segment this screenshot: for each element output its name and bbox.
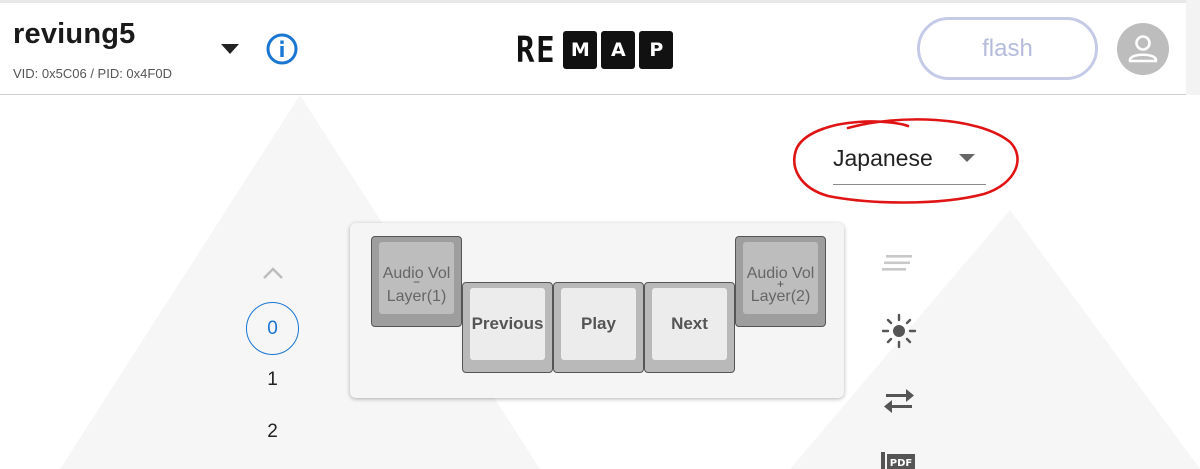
key-label-line2: Layer(2) bbox=[750, 288, 811, 305]
top-edge bbox=[0, 0, 1200, 3]
logo-letter-m: M bbox=[563, 31, 598, 69]
key-audio-vol-layer-1[interactable]: Audio Vol Layer(1) − bbox=[371, 236, 462, 327]
key-cap bbox=[652, 288, 727, 360]
layer-2-button[interactable]: 2 bbox=[267, 421, 278, 442]
language-select[interactable]: Japanese bbox=[833, 143, 986, 185]
key-next[interactable]: Next bbox=[644, 282, 735, 373]
keyboard-layout: Audio Vol Layer(1) − Previous Play Next … bbox=[350, 223, 844, 398]
keyboard-name: reviung5 bbox=[13, 18, 136, 50]
chevron-up-icon[interactable] bbox=[262, 266, 284, 280]
key-label-line1: Audio Vol bbox=[382, 265, 451, 282]
language-selected-value: Japanese bbox=[833, 145, 933, 171]
person-icon bbox=[1128, 35, 1158, 63]
remap-logo: RE M A P bbox=[516, 29, 674, 71]
key-label: Play bbox=[581, 314, 616, 333]
user-avatar[interactable] bbox=[1117, 23, 1169, 75]
keyboard-dropdown-icon[interactable] bbox=[221, 44, 239, 54]
key-label: Next bbox=[671, 314, 708, 333]
vid-pid-label: VID: 0x5C06 / PID: 0x4F0D bbox=[13, 66, 172, 81]
flash-button[interactable]: flash bbox=[917, 17, 1098, 80]
key-label-line2: Layer(1) bbox=[386, 288, 447, 305]
logo-letter-a: A bbox=[601, 31, 636, 69]
chevron-down-icon bbox=[959, 154, 975, 162]
key-cap bbox=[561, 288, 636, 360]
key-marker-plus: + bbox=[776, 277, 784, 291]
key-cap bbox=[470, 288, 545, 360]
key-label-line1: Audio Vol bbox=[746, 265, 815, 282]
key-cap bbox=[743, 242, 818, 314]
app-header: reviung5 VID: 0x5C06 / PID: 0x4F0D RE M … bbox=[0, 0, 1200, 95]
pdf-icon[interactable]: PDF bbox=[881, 452, 917, 469]
key-play[interactable]: Play bbox=[553, 282, 644, 373]
layer-0-button[interactable]: 0 bbox=[246, 302, 299, 355]
logo-letter-p: P bbox=[639, 31, 674, 69]
key-audio-vol-layer-2[interactable]: Audio Vol Layer(2) + bbox=[735, 236, 826, 327]
swap-arrows-icon[interactable] bbox=[882, 388, 916, 414]
brightness-icon[interactable] bbox=[880, 312, 918, 350]
sort-lines-icon[interactable] bbox=[882, 253, 914, 273]
key-marker-minus: − bbox=[412, 275, 420, 289]
scrollbar-track[interactable] bbox=[1186, 0, 1200, 95]
layer-1-button[interactable]: 1 bbox=[267, 369, 278, 390]
key-previous[interactable]: Previous bbox=[462, 282, 553, 373]
pdf-icon-label: PDF bbox=[890, 458, 912, 469]
key-cap bbox=[379, 242, 454, 314]
info-icon[interactable] bbox=[264, 31, 300, 67]
logo-prefix: RE bbox=[516, 29, 557, 71]
key-label: Previous bbox=[471, 314, 544, 333]
